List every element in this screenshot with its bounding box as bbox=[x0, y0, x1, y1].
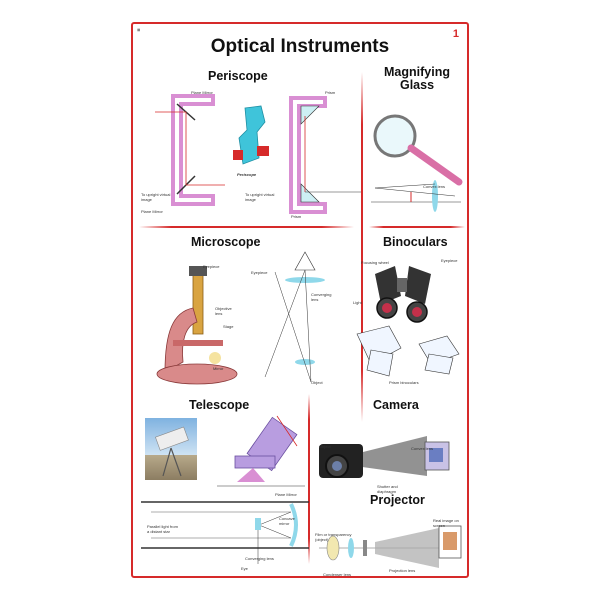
label-condenser-lens: Condenser lens bbox=[323, 572, 352, 577]
horizontal-divider bbox=[369, 226, 465, 228]
heading-periscope: Periscope bbox=[208, 69, 268, 83]
label-prism-top: Prism bbox=[325, 90, 336, 95]
horizontal-divider bbox=[139, 226, 354, 228]
label-projection-lens: Projection lens bbox=[389, 568, 416, 573]
page-number: 1 bbox=[452, 28, 459, 40]
label-shutter: Shutter and diaphragm bbox=[377, 484, 398, 494]
label-film: Film or transparency (object) bbox=[315, 532, 352, 542]
label-prism-binoculars: Prism binoculars bbox=[389, 380, 419, 385]
magnifying-ray-diagram bbox=[371, 180, 461, 212]
periscope-mirror-diagram bbox=[155, 94, 225, 206]
microscope-ray-diagram bbox=[264, 251, 325, 383]
label-upright-image-left: To upright virtual image bbox=[141, 192, 171, 202]
label-convex-lens-camera: Convex lens bbox=[411, 446, 434, 451]
heading-magnifying-glass: Magnifying Glass bbox=[377, 66, 457, 92]
label-parallel-light: Parallel light from a distant star bbox=[147, 524, 178, 534]
label-plane-mirror-top: Plane Mirror bbox=[191, 90, 213, 95]
label-concave-mirror: Concave mirror bbox=[279, 516, 295, 526]
label-eyepiece-mic: Eyepiece bbox=[203, 264, 220, 269]
camera-illustration bbox=[319, 436, 450, 478]
label-objective-lens: Objective lens bbox=[215, 306, 232, 316]
heading-projector: Projector bbox=[370, 493, 425, 507]
label-upright-image-right: To upright virtual image bbox=[245, 192, 275, 202]
label-periscope-caption: Periscope bbox=[237, 172, 257, 177]
label-light: Light bbox=[353, 300, 362, 305]
telescope-photo-detail bbox=[155, 426, 189, 477]
magnifying-glass-illustration bbox=[373, 114, 463, 186]
label-focusing-wheel: Focusing wheel bbox=[361, 260, 389, 265]
periscope-3d-illustration bbox=[233, 105, 269, 165]
microscope-illustration bbox=[156, 266, 238, 385]
heading-camera: Camera bbox=[373, 398, 419, 412]
publisher-logo: ◼ bbox=[137, 27, 141, 32]
label-plane-mirror-bottom: Plane Mirror bbox=[141, 209, 163, 214]
heading-magnifying-line2: Glass bbox=[399, 78, 435, 92]
label-prism-bottom: Prism bbox=[291, 214, 302, 219]
poster-title: Optical Instruments bbox=[210, 36, 390, 57]
label-object: Object bbox=[311, 380, 323, 385]
heading-telescope: Telescope bbox=[189, 398, 250, 412]
projector-diagram bbox=[319, 525, 462, 568]
label-converging-lens-telescope: Converging lens bbox=[245, 556, 274, 561]
label-real-image: Real image on screen bbox=[433, 518, 459, 528]
heading-microscope: Microscope bbox=[191, 235, 261, 249]
telescope-mount-diagram bbox=[217, 415, 305, 487]
label-convex-lens: Convex lens bbox=[423, 184, 446, 189]
prism-binoculars-diagram bbox=[356, 325, 460, 377]
heading-magnifying-line1: Magnifying bbox=[384, 65, 450, 79]
reflecting-telescope-diagram bbox=[141, 501, 309, 564]
heading-binoculars: Binoculars bbox=[383, 235, 448, 249]
binoculars-illustration bbox=[375, 266, 431, 323]
label-mirror: Mirror bbox=[213, 366, 224, 371]
label-eyepiece-bino: Eyepiece bbox=[441, 258, 458, 263]
periscope-prism-diagram bbox=[289, 96, 361, 214]
label-plane-mirror-telescope: Plane Mirror bbox=[275, 492, 297, 497]
poster: ◼ Optical Instruments 1 Periscope Magnif… bbox=[131, 22, 469, 578]
label-stage: Stage bbox=[223, 324, 234, 329]
vertical-divider bbox=[308, 394, 310, 564]
label-eye: Eye bbox=[241, 566, 248, 571]
label-object-camera: Object bbox=[319, 444, 331, 449]
vertical-divider bbox=[361, 72, 363, 422]
label-converging-lens: Converging lens bbox=[311, 292, 332, 302]
label-eyepiece-diagram: Eyepiece bbox=[251, 270, 268, 275]
